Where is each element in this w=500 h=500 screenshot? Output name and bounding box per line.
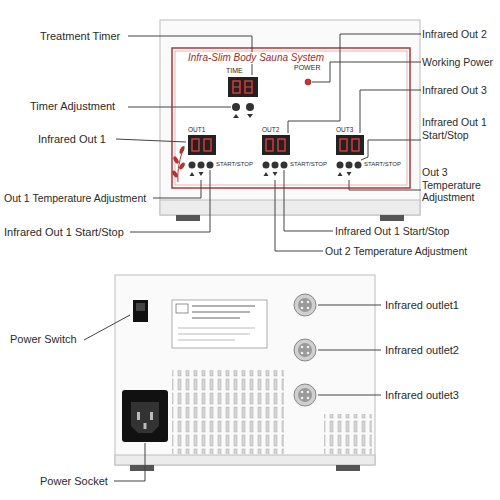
callout-label: Power Switch bbox=[10, 333, 77, 346]
callout-label: Out 3 Temperature Adjustment bbox=[422, 166, 498, 204]
panel-text: OUT3 bbox=[336, 126, 353, 134]
callout-label: Infrared Out 1 Start/Stop bbox=[335, 225, 449, 238]
timer-display bbox=[228, 77, 258, 97]
callout-label: Infrared outlet1 bbox=[385, 299, 459, 312]
leader-lines bbox=[116, 34, 421, 251]
panel-text: OUT2 bbox=[262, 126, 279, 134]
callout-label: Infrared Out 1 Start/Stop bbox=[4, 226, 124, 239]
callout-label: Infrared Out 2 bbox=[422, 28, 498, 41]
callout-label: Infrared outlet3 bbox=[385, 389, 459, 402]
panel-text: POWER bbox=[294, 64, 320, 72]
button-text: START/STOP bbox=[216, 161, 253, 168]
callout-label: Treatment Timer bbox=[40, 30, 120, 43]
decorative-sprig bbox=[171, 146, 186, 182]
front-unit bbox=[160, 20, 420, 221]
out1-group bbox=[188, 135, 216, 176]
callout-label: Working Power bbox=[422, 56, 498, 69]
callout-label: Power Socket bbox=[40, 475, 108, 488]
back-unit bbox=[115, 275, 375, 471]
power-socket bbox=[122, 390, 168, 442]
power-led bbox=[305, 79, 311, 85]
button-text: START/STOP bbox=[290, 161, 327, 168]
callout-label: Timer Adjustment bbox=[30, 100, 115, 113]
infrared-connectors bbox=[294, 294, 316, 406]
callout-label: Infrared Out 3 bbox=[422, 84, 498, 97]
leader-lines-back bbox=[84, 305, 381, 481]
panel-text: TIME bbox=[226, 67, 243, 75]
vent-slots bbox=[172, 370, 372, 454]
callout-label: Infrared outlet2 bbox=[385, 344, 459, 357]
panel-title: Infra-Slim Body Sauna System bbox=[186, 52, 326, 64]
callout-label: Infrared Out 1 Start/Stop bbox=[422, 116, 498, 141]
power-switch bbox=[133, 300, 148, 322]
panel-text: OUT1 bbox=[188, 126, 205, 134]
timer-buttons bbox=[232, 103, 254, 118]
rating-sticker bbox=[172, 300, 267, 348]
callout-label: Out 2 Temperature Adjustment bbox=[325, 245, 467, 258]
out3-group bbox=[336, 135, 364, 176]
button-text: START/STOP bbox=[364, 161, 401, 168]
callout-label: Infrared Out 1 bbox=[38, 133, 106, 146]
callout-label: Out 1 Temperature Adjustment bbox=[4, 192, 146, 205]
out2-group bbox=[262, 135, 290, 176]
